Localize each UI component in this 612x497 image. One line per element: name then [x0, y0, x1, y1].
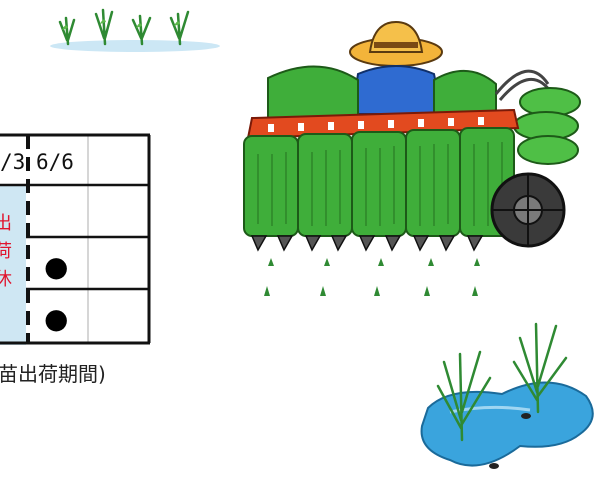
table-mark-row-3: ● [44, 302, 68, 335]
side-label-char-3: 休 [0, 269, 12, 290]
seedling-row-illustration [50, 8, 220, 52]
header-date: 6/6 [36, 150, 74, 174]
paddy-rice-plants-illustration [420, 322, 594, 469]
side-label-char-1: 出 [0, 213, 12, 234]
side-label-char-2: 荷 [0, 241, 12, 262]
header-partial-date: /3 [0, 150, 25, 174]
table-caption: 苗出荷期間) [0, 362, 106, 386]
shipping-schedule-table: /3 6/6 出 荷 休 ● ● [0, 133, 152, 345]
side-label-background [0, 185, 26, 345]
table-mark-row-2: ● [44, 250, 68, 283]
rice-transplanter-illustration [243, 20, 581, 296]
